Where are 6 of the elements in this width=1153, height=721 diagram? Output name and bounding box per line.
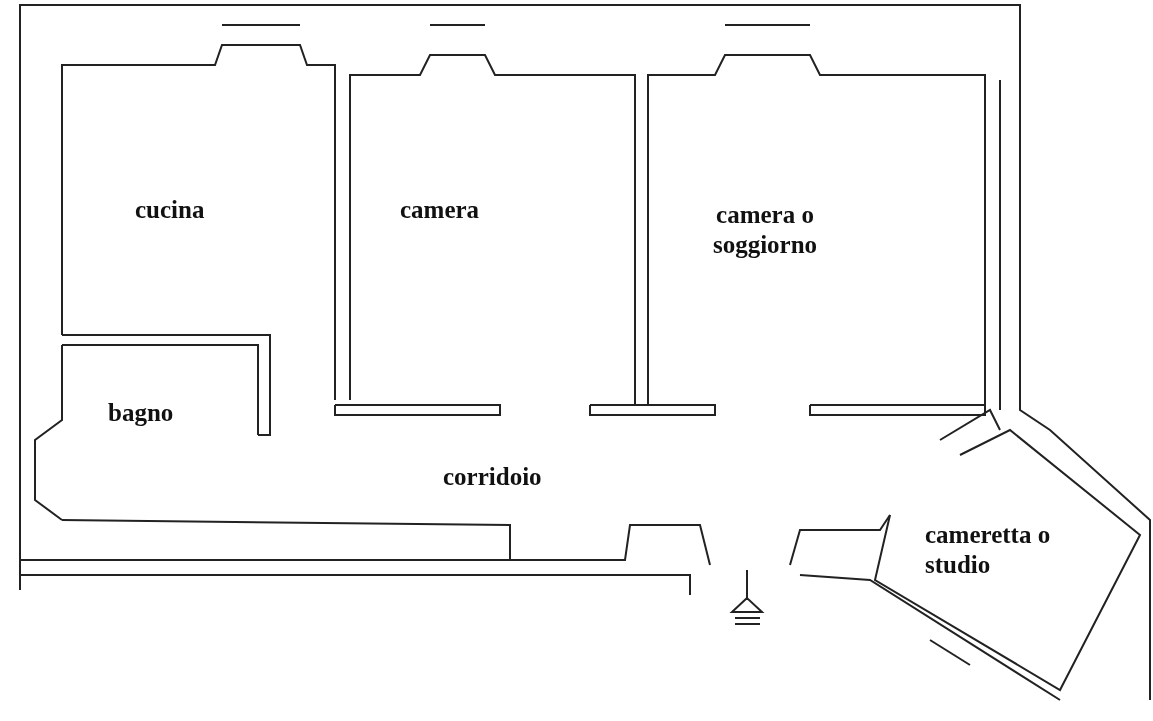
room-label: corridoio [443,462,542,492]
room-label: cucina [135,195,205,225]
room-label: camera o soggiorno [690,200,840,260]
room-label: camera [400,195,480,225]
room-label: cameretta o studio [925,520,1075,580]
room-label: bagno [108,398,174,428]
